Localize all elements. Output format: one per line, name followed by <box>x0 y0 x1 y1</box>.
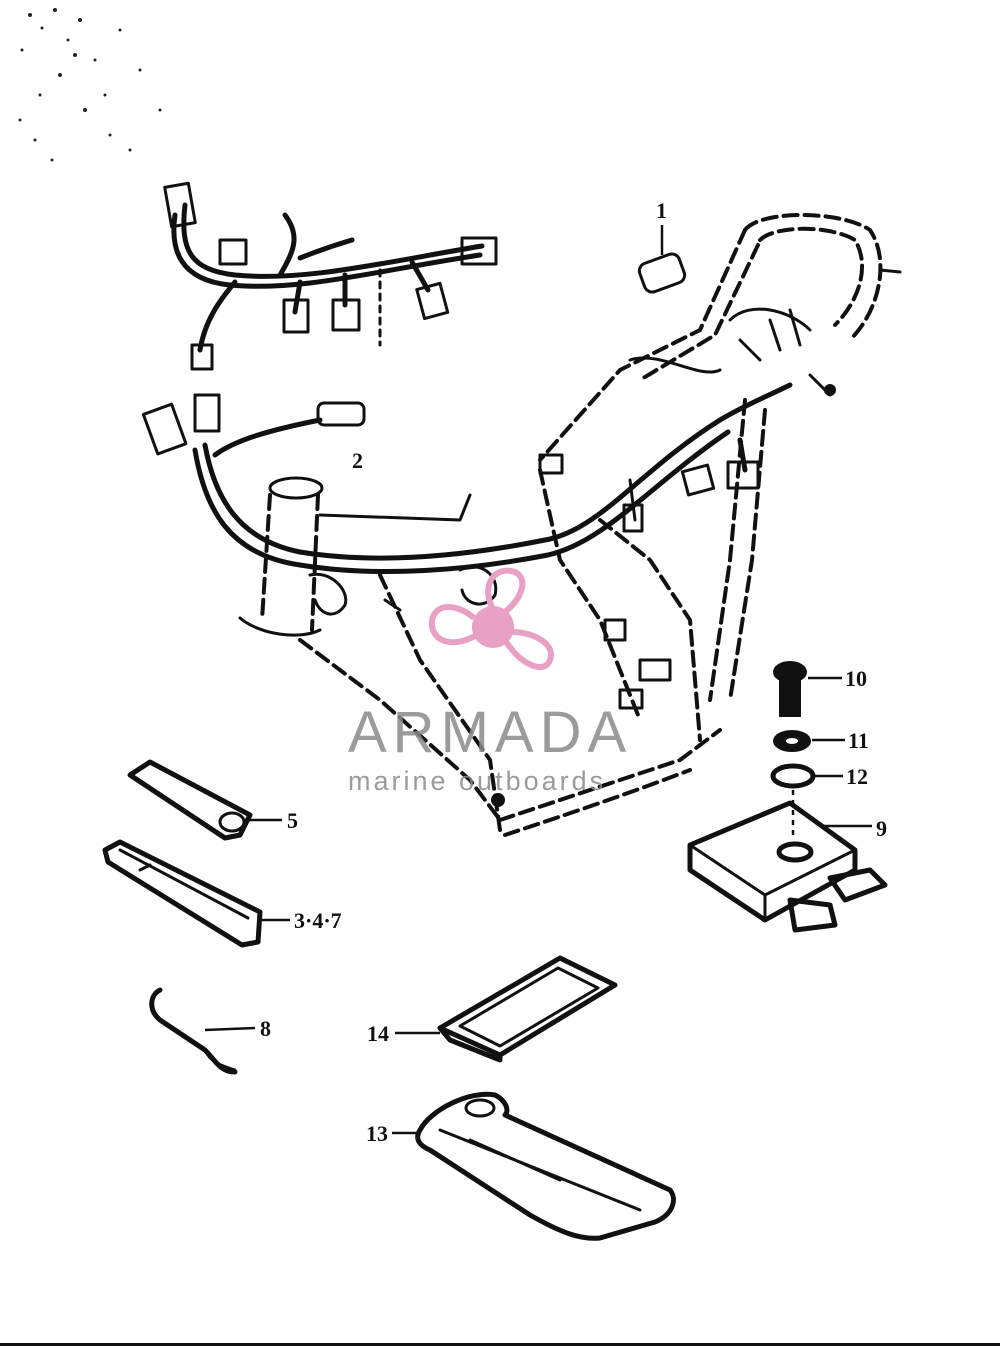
label-part-3-4-7: 3·4·7 <box>294 908 342 933</box>
part-11-washer <box>773 730 845 752</box>
part-12-washer <box>770 763 843 789</box>
label-part-1: 1 <box>656 198 667 223</box>
part-3-4-7-tool <box>102 839 290 948</box>
part-10-bolt <box>773 661 842 717</box>
label-part-9: 9 <box>876 816 887 841</box>
leader-part-1 <box>637 225 687 294</box>
motorcycle-frame <box>238 213 902 837</box>
part-9-regulator <box>687 790 888 933</box>
armada-watermark: ARMADA marine outboards <box>348 567 632 796</box>
label-part-2: 2 <box>352 448 363 473</box>
wiring-harness-upper <box>163 181 498 371</box>
part-5-strap <box>127 759 282 841</box>
label-part-11: 11 <box>848 728 869 753</box>
part-14-strap <box>395 955 618 1063</box>
part-8-hook <box>149 987 256 1075</box>
part-13-bag <box>392 1091 676 1241</box>
watermark-tagline: marine outboards <box>348 766 606 796</box>
label-part-12: 12 <box>846 764 868 789</box>
watermark-brand: ARMADA <box>348 700 632 765</box>
label-part-14: 14 <box>367 1021 389 1046</box>
scan-noise <box>18 8 162 162</box>
bottom-border <box>0 1343 1000 1346</box>
label-part-13: 13 <box>366 1121 388 1146</box>
part-number-labels: 1 2 5 3·4·7 8 9 10 11 12 13 14 <box>260 198 887 1146</box>
label-part-5: 5 <box>287 808 298 833</box>
wiring-harness-main <box>141 382 793 575</box>
label-part-8: 8 <box>260 1016 271 1041</box>
label-part-10: 10 <box>845 666 867 691</box>
propeller-logo-icon <box>428 567 554 671</box>
